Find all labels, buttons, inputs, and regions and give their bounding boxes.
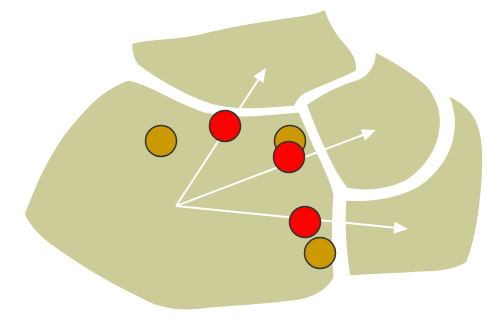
region-east-upper [301,45,445,195]
region-west [19,75,339,315]
arrowhead [393,221,408,234]
arrowhead [360,129,376,141]
arrow-to-east-upper [175,129,376,207]
red-marker [272,140,306,174]
arrow-to-east-lower [175,205,408,234]
region-east-lower [340,89,487,281]
arrowhead [253,68,266,84]
arrow-to-north [175,68,266,207]
region-north [127,3,361,114]
gold-marker [303,236,337,270]
regions-group [19,3,487,315]
gold-marker [144,124,178,158]
arrows-group [175,68,408,234]
markers-group [144,109,337,270]
red-marker [208,109,242,143]
red-marker [288,205,322,239]
